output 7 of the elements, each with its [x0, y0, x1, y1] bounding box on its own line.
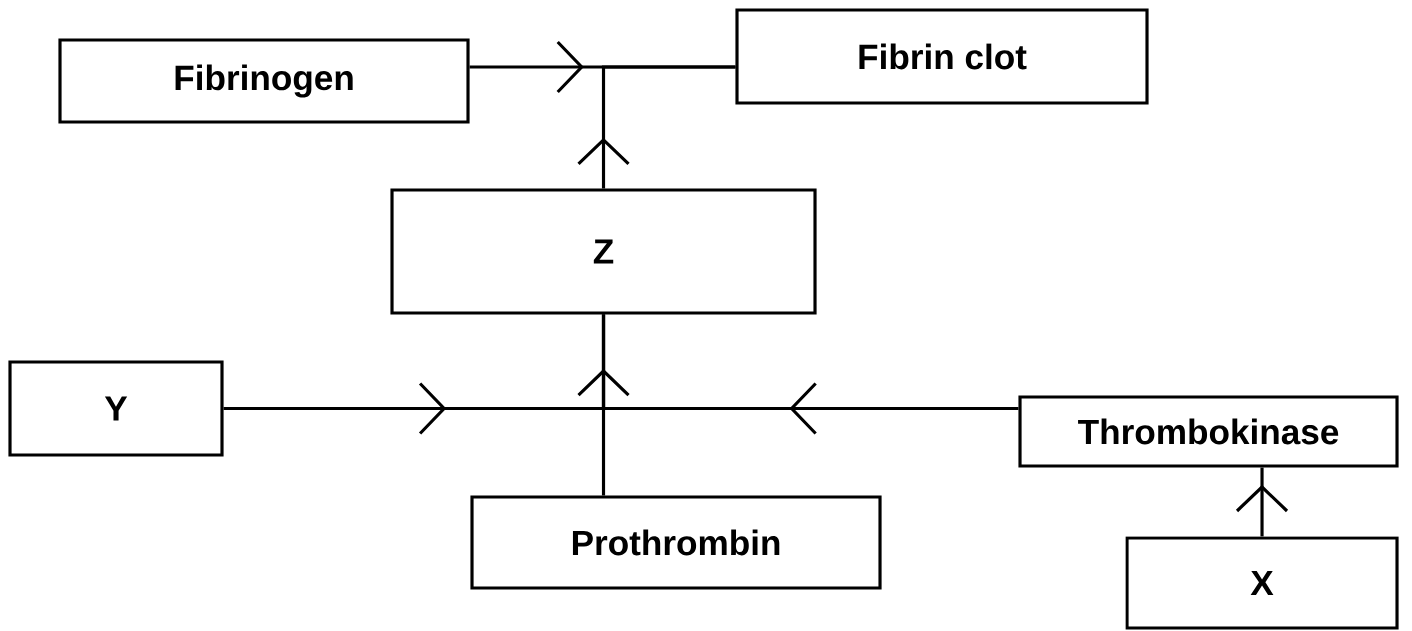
- process-box: Thrombokinase: [1018, 395, 1399, 468]
- process-box: Fibrin clot: [735, 8, 1149, 105]
- process-box: X: [1125, 536, 1399, 630]
- process-box: Z: [390, 188, 817, 315]
- process-box: Y: [8, 360, 224, 457]
- process-box: Fibrinogen: [58, 38, 470, 124]
- process-box: Prothrombin: [470, 495, 882, 590]
